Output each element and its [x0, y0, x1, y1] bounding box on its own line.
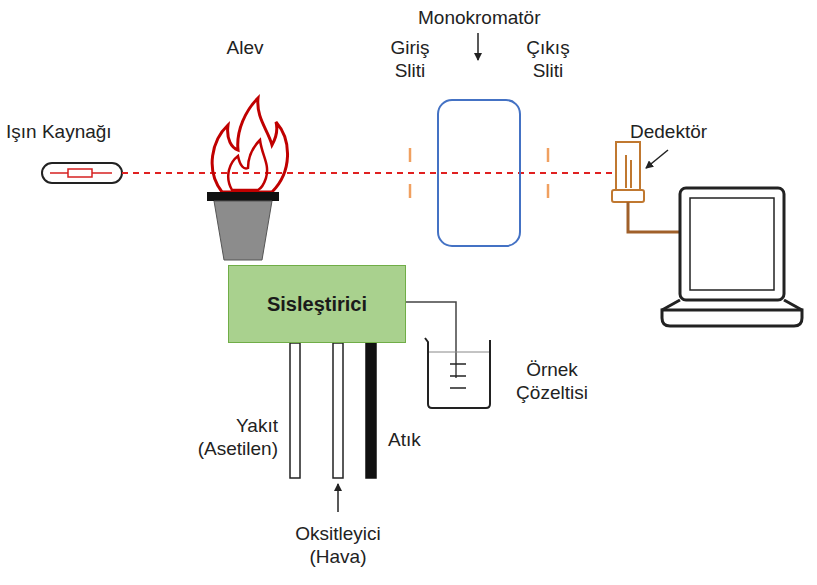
- burner: [214, 201, 272, 260]
- flame-label: Alev: [220, 36, 270, 59]
- sample-label: Örnek Çözeltisi: [500, 358, 604, 404]
- slits: [410, 148, 548, 198]
- waste-label: Atık: [388, 428, 448, 451]
- node-text: Sisleştirici: [267, 293, 367, 316]
- beaker: [425, 338, 490, 408]
- oxidant-tube: [333, 343, 343, 478]
- slit-label: Çıkış Sliti: [516, 36, 580, 82]
- fuel-label: Yakıt (Asetilen): [168, 414, 278, 460]
- laptop: [680, 188, 784, 300]
- light-beam: [122, 172, 625, 174]
- detector-label: Dedektör: [630, 120, 730, 143]
- oxidant-label: Oksitleyici (Hava): [270, 522, 406, 568]
- lamp: [42, 163, 122, 183]
- flame: [212, 98, 287, 192]
- detector: [616, 142, 640, 190]
- source-label: Işın Kaynağı: [6, 120, 126, 143]
- slit-label: Giriş Sliti: [378, 36, 442, 82]
- monochromator-label: Monokromatör: [418, 6, 538, 29]
- waste-tube: [366, 343, 376, 478]
- lamp-filament: [68, 169, 92, 177]
- capillary: [406, 302, 456, 378]
- monochromator: [438, 100, 520, 246]
- fuel-tube: [290, 343, 300, 478]
- nebulizer-box: Sisleştirici: [228, 265, 406, 343]
- burner-head: [207, 192, 279, 201]
